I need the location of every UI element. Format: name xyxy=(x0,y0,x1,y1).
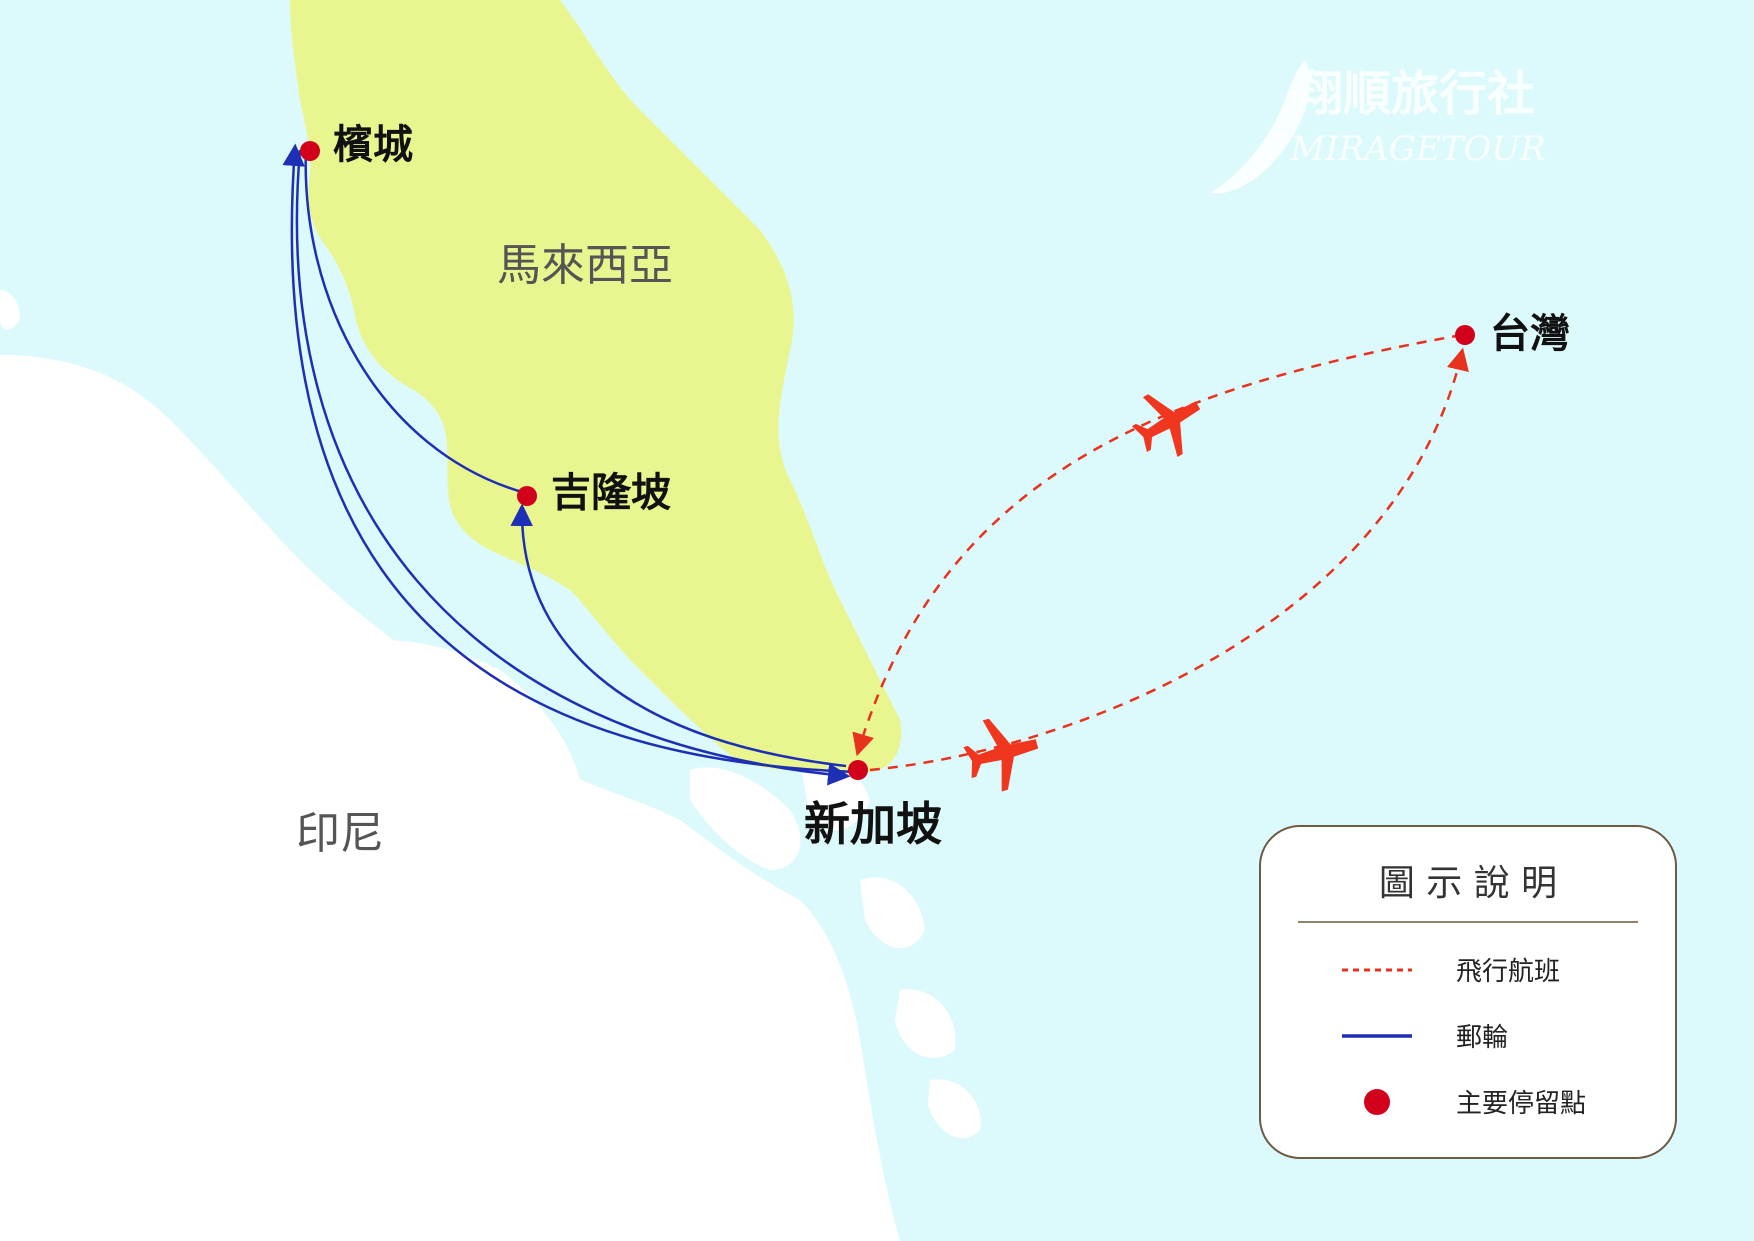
malaysia-land xyxy=(290,0,902,773)
flight-route-singapore-taiwan xyxy=(869,347,1469,772)
city-label-kuala-lumpur: 吉隆坡 xyxy=(551,470,671,516)
legend-stop-label: 主要停留點 xyxy=(1456,1089,1586,1119)
cruise-routes xyxy=(282,143,857,786)
legend-title: 圖 示 說 明 xyxy=(1379,863,1557,904)
indonesia-land xyxy=(0,290,981,1241)
brand-name-cn: 翔順旅行社 xyxy=(1295,66,1535,122)
legend: 圖 示 說 明 飛行航班 郵輪 主要停留點 xyxy=(1259,825,1677,1159)
region-indonesia-label: 印尼 xyxy=(296,808,384,859)
stop-dot-singapore xyxy=(848,760,868,780)
stop-dot-kuala-lumpur xyxy=(517,486,537,506)
cruise-route-kl-singapore xyxy=(510,503,847,768)
city-label-singapore: 新加坡 xyxy=(804,797,942,851)
legend-cruise-label: 郵輪 xyxy=(1456,1023,1508,1053)
city-label-penang: 檳城 xyxy=(333,122,413,168)
legend-flight-label: 飛行航班 xyxy=(1456,957,1560,987)
brand-logo: 翔順旅行社 MIRAGETOUR xyxy=(1210,60,1546,194)
flight-route-taiwan-singapore xyxy=(852,333,1463,757)
cruise-route-singapore-penang-outer xyxy=(295,149,851,786)
region-malaysia-label: 馬來西亞 xyxy=(497,240,673,291)
flight-routes xyxy=(852,333,1469,772)
brand-name-en: MIRAGETOUR xyxy=(1289,129,1545,169)
stop-dot-icon xyxy=(1364,1089,1390,1115)
stop-dot-penang xyxy=(300,141,320,161)
stop-dot-taiwan xyxy=(1455,325,1475,345)
cruise-route-singapore-penang xyxy=(304,147,523,494)
cruise-route-penang-singapore xyxy=(282,143,857,774)
city-label-taiwan: 台灣 xyxy=(1490,311,1570,357)
